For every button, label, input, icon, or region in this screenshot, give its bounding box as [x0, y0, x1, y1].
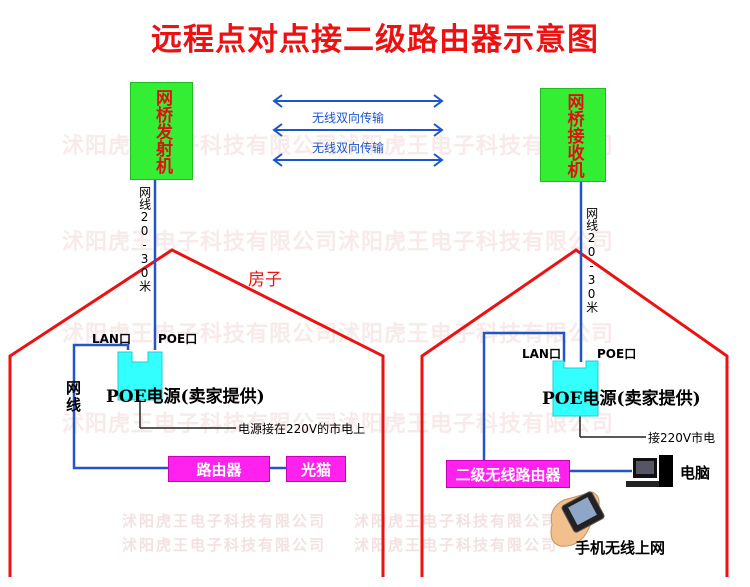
computer-icon: [626, 455, 673, 487]
wireless-label: 无线双向传输: [312, 141, 385, 155]
right-poe-supply-icon: [552, 360, 599, 417]
page-title: 远程点对点接二级路由器示意图: [151, 22, 599, 58]
wireless-arrows: [272, 94, 444, 167]
left-cables: [72, 178, 286, 470]
right-house-outline: [420, 248, 729, 577]
right-cables: [482, 178, 632, 473]
left-cable-length-label: 网线20-30米: [137, 186, 152, 292]
watermark: 沭阳虎王电子科技有限公司: [354, 512, 559, 530]
left-power-note: 电源接在220V的市电上: [238, 422, 366, 436]
computer-label: 电脑: [680, 464, 711, 482]
watermark: 沭阳虎王电子科技有限公司沭阳虎王电子科技有限公司: [62, 412, 615, 437]
left-router: 路由器: [168, 456, 270, 482]
left-house-outline: [8, 248, 385, 577]
right-power-note: 接220V市电: [648, 431, 716, 445]
left-poe-supply-label: POE电源(卖家提供): [106, 387, 265, 407]
watermark: 沭阳虎王电子科技有限公司: [122, 512, 327, 530]
watermark: 沭阳虎王电子科技有限公司: [122, 536, 327, 554]
left-poe-supply-icon: [117, 351, 163, 401]
network-cable-label: 网线: [66, 379, 82, 414]
house-label: 房子: [248, 270, 282, 290]
phone-hand-icon: [550, 491, 605, 547]
bridge-transmitter-label: 网桥发射机: [152, 88, 172, 174]
watermark: 沭阳虎王电子科技有限公司: [354, 536, 559, 554]
left-lan-port-label: LAN口: [92, 332, 131, 346]
secondary-wireless-router: 二级无线路由器: [446, 460, 570, 488]
bridge-transmitter: 网桥发射机: [130, 82, 193, 180]
left-modem: 光猫: [286, 456, 346, 482]
right-cable-length-label: 网线20-30米: [584, 207, 599, 313]
right-poe-supply-label: POE电源(卖家提供): [542, 389, 701, 409]
bridge-receiver: 网桥接收机: [540, 88, 606, 182]
left-poe-port-label: POE口: [158, 332, 198, 346]
right-lan-port-label: LAN口: [522, 347, 561, 361]
right-poe-port-label: POE口: [597, 347, 637, 361]
bridge-receiver-label: 网桥接收机: [563, 92, 584, 178]
wireless-label: 无线双向传输: [312, 111, 385, 125]
phone-label: 手机无线上网: [575, 539, 666, 557]
